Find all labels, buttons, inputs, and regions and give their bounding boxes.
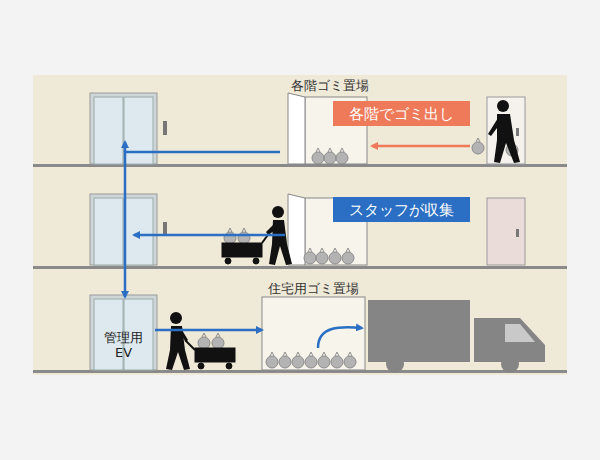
truck <box>368 300 545 373</box>
node-text: 各階でゴミ出し <box>349 105 454 123</box>
step-label: 各階でゴミ出し <box>333 101 470 126</box>
building-section <box>33 75 567 375</box>
resident-door <box>487 97 525 265</box>
elevator: 管理用 EV <box>92 297 155 369</box>
elevators <box>90 93 167 370</box>
step-label: スタッフが収集 <box>333 197 470 222</box>
node-text: 各階ゴミ置場 <box>291 78 369 94</box>
flow-connector <box>155 329 262 332</box>
node-text: 管理用 EV <box>101 330 145 365</box>
flow-arrows <box>125 142 470 348</box>
garbage-rooms <box>262 93 367 370</box>
carts <box>185 232 270 369</box>
garbage-bags <box>198 138 518 368</box>
node-text: 住宅用ゴミ置場 <box>268 281 359 297</box>
node-text: スタッフが収集 <box>349 201 454 219</box>
flow-connector <box>125 152 280 297</box>
garbage-room: 住宅用ゴミ置場 <box>262 281 365 370</box>
floor-slabs <box>33 164 567 373</box>
